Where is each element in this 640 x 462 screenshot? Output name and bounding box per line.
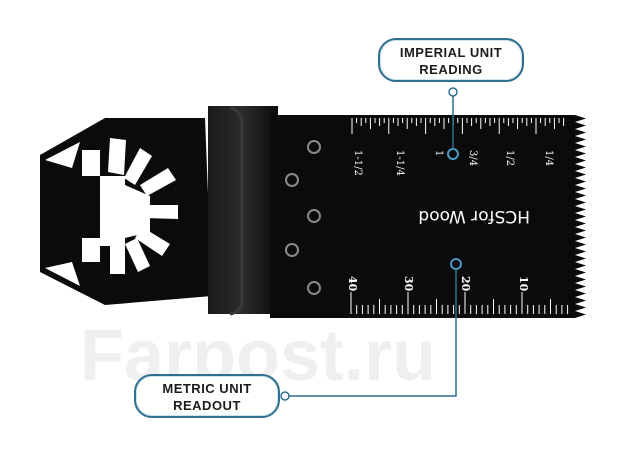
imperial-label: 1-1/4 [394, 150, 405, 176]
blade-teeth [575, 115, 586, 318]
metric-label: 20 [459, 276, 472, 292]
shank-bend [229, 106, 244, 316]
mount-cutout [82, 138, 178, 274]
tip-notch-lower [45, 262, 80, 286]
metric-scale-labels: 40 30 20 10 [346, 276, 530, 292]
imperial-leader-end [448, 87, 458, 97]
imperial-label: 3/4 [467, 150, 478, 166]
metric-label: 10 [517, 276, 530, 292]
rivet-holes [285, 140, 321, 295]
metric-unit-callout: METRIC UNIT READOUT [134, 374, 280, 418]
imperial-scale-labels: 1-1/2 1-1/4 1 3/4 1/2 1/4 [352, 150, 554, 176]
imperial-label: 1/2 [504, 150, 515, 166]
metric-label: 30 [402, 276, 415, 292]
imperial-label: 1 [433, 150, 444, 156]
metric-leader-end [280, 391, 290, 401]
metric-leader-line [288, 269, 457, 397]
callout-line: METRIC UNIT [162, 381, 252, 396]
imperial-label: 1-1/2 [352, 150, 363, 176]
metric-marker [450, 258, 462, 270]
imperial-marker [447, 148, 459, 160]
tip-notch-upper [45, 142, 80, 168]
callout-line: IMPERIAL UNIT [399, 45, 503, 60]
imperial-unit-callout: IMPERIAL UNIT READING [378, 38, 524, 82]
brand-text: HCSfor Wood [418, 206, 530, 226]
blade-body [270, 115, 575, 318]
metric-scale-ticks [350, 292, 569, 314]
metric-label: 40 [346, 276, 359, 292]
callout-line: READOUT [173, 398, 241, 413]
callout-line: READING [419, 62, 483, 77]
imperial-label: 1/4 [543, 150, 554, 166]
imperial-scale-ticks [351, 118, 565, 134]
